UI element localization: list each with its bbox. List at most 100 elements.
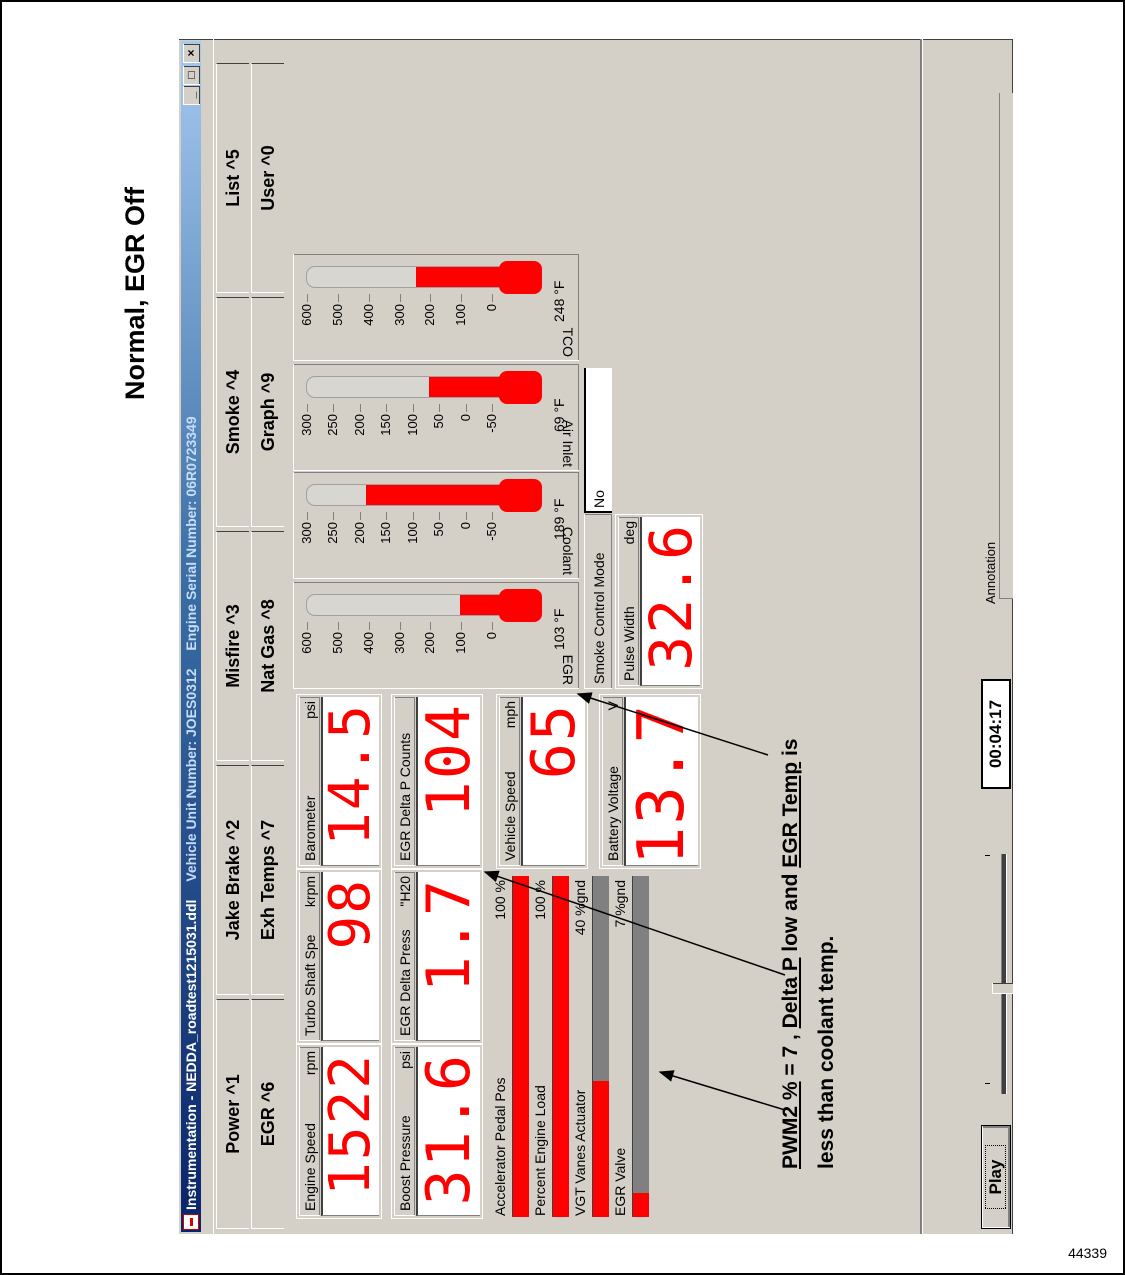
readout-value: 31.6	[416, 1053, 480, 1206]
maximize-button[interactable]: □	[183, 66, 200, 85]
play-button[interactable]: Play	[981, 1125, 1011, 1229]
tab-exh-temps[interactable]: Exh Temps ^7	[251, 765, 284, 995]
tab-misfire[interactable]: Misfire ^3	[216, 531, 249, 761]
note-egr-temp: EGR Temp	[779, 761, 802, 868]
gauge-tick-label: 300	[299, 414, 314, 436]
gauge-tick-label: 100	[453, 632, 469, 654]
gauge-tick-label: -50	[484, 414, 499, 433]
note-mid: low and	[779, 867, 802, 958]
slider-tick	[985, 855, 990, 856]
gauge-tick-label: 100	[404, 414, 420, 436]
gauge-tick-mark	[465, 404, 467, 412]
bar-label: EGR Valve	[612, 1147, 628, 1216]
window-title: Instrumentation - NEDDA_roadtest1215031.…	[183, 899, 199, 1210]
gauge-tick-label: 300	[391, 632, 407, 654]
tab-graph[interactable]: Graph ^9	[251, 297, 284, 527]
vgt-vanes-actuator-bar: VGT Vanes Actuator 40 %gnd	[571, 874, 611, 1219]
smoke-control-label: Smoke Control Mode	[584, 514, 612, 689]
percent-engine-load-bar: Percent Engine Load 100 %	[531, 874, 571, 1219]
tab-nat-gas[interactable]: Nat Gas ^8	[251, 531, 284, 761]
smoke-control-mode: Smoke Control Mode No	[584, 367, 613, 689]
annotation-note-line1: PWM2 % = 7 , Delta P low and EGR Temp is	[779, 739, 803, 1169]
gauge-tick-mark	[333, 512, 335, 520]
readout-unit: psi	[397, 1051, 413, 1069]
bar-value: 100 %	[492, 880, 508, 920]
bar-indicators: Accelerator Pedal Pos 100 % Percent Engi…	[491, 874, 653, 1219]
gauge-tick-mark	[430, 622, 432, 630]
gauge-tick-mark	[439, 404, 441, 412]
readout-unit: rpm	[302, 1051, 318, 1076]
readout-label: Engine Speed	[302, 1123, 318, 1211]
gauge-tick-mark	[492, 404, 493, 412]
tab-egr[interactable]: EGR ^6	[251, 999, 284, 1229]
gauge-tick-label: 300	[299, 522, 314, 544]
thermometer-bulb	[499, 371, 542, 404]
gauge-tick-label: 200	[351, 522, 367, 544]
readout-label: Vehicle Speed	[502, 771, 518, 861]
gauge-value: 103 °F	[551, 608, 567, 650]
gauge-value: 248 °F	[551, 280, 567, 322]
gauge-tick-mark	[307, 512, 308, 520]
divider	[213, 39, 214, 1234]
smoke-control-value: No	[584, 368, 612, 513]
gauge-tick-mark	[337, 622, 339, 630]
divider	[920, 39, 923, 1234]
playback-slider[interactable]	[1001, 854, 1007, 1094]
readout-label: Pulse Width	[621, 606, 637, 681]
bar-label: Percent Engine Load	[532, 1085, 548, 1216]
readout-value: 98	[321, 878, 379, 950]
tab-jake-brake[interactable]: Jake Brake ^2	[216, 765, 249, 995]
bar-fill	[553, 876, 569, 1217]
gauge-tick-label: 150	[378, 522, 394, 544]
gauge-tick-mark	[386, 512, 388, 520]
tab-list[interactable]: List ^5	[216, 63, 249, 293]
thermometer-bulb	[499, 479, 542, 512]
tab-smoke[interactable]: Smoke ^4	[216, 297, 249, 527]
note-end: is	[779, 738, 802, 762]
tab-user[interactable]: User ^0	[251, 63, 284, 293]
gauge-tick-label: 400	[360, 632, 376, 654]
gauge-tick-label: 150	[378, 414, 394, 436]
gauge-tick-mark	[359, 404, 361, 412]
gauge-tick-label: 250	[325, 522, 341, 544]
readout-unit: psi	[302, 701, 318, 719]
tab-power[interactable]: Power ^1	[216, 999, 249, 1229]
vehicle-unit-number: Vehicle Unit Number: JOES0312	[183, 668, 199, 882]
readout-unit: "H20	[397, 876, 413, 907]
playback-time: 00:04:17	[981, 679, 1011, 789]
gauge-tick-label: 100	[453, 304, 469, 326]
egr-delta-p-counts-readout: EGR Delta P Counts 104	[391, 694, 483, 869]
annotation-label: Annotation	[983, 541, 998, 604]
gauge-tick-label: 100	[404, 522, 420, 544]
gauge-tick-label: 400	[360, 304, 376, 326]
gauge-tick-mark	[492, 294, 493, 302]
thermometer-bulb	[499, 261, 542, 294]
readout-unit: mph	[502, 701, 518, 729]
gauge-value: 69 °F	[551, 398, 567, 432]
slider-thumb[interactable]	[992, 983, 1013, 994]
gauge-tick-mark	[399, 294, 401, 302]
gauge-tick-label: 200	[351, 414, 367, 436]
readout-unit: deg	[621, 521, 637, 545]
readout-value: 13.7	[625, 703, 698, 866]
gauge-tick-label: 0	[457, 414, 473, 422]
annotation-field[interactable]	[999, 93, 1013, 599]
gauge-tick-mark	[307, 294, 308, 302]
gauge-tick-label: -50	[484, 522, 499, 541]
gauge-label: TCO	[560, 327, 576, 357]
engine-serial-number: Engine Serial Number: 06R0723349	[183, 416, 199, 651]
gauge-tick-label: 300	[391, 304, 407, 326]
title-bar[interactable]: Instrumentation - NEDDA_roadtest1215031.…	[181, 41, 201, 1232]
close-button[interactable]: ×	[183, 44, 200, 63]
readout-label: Turbo Shaft Spe	[302, 934, 318, 1036]
gauge-tick-mark	[359, 512, 361, 520]
gauge-tick-mark	[412, 404, 414, 412]
readout-unit: V	[605, 701, 621, 711]
bar-fill	[593, 1080, 609, 1217]
minimize-button[interactable]: _	[183, 86, 200, 105]
